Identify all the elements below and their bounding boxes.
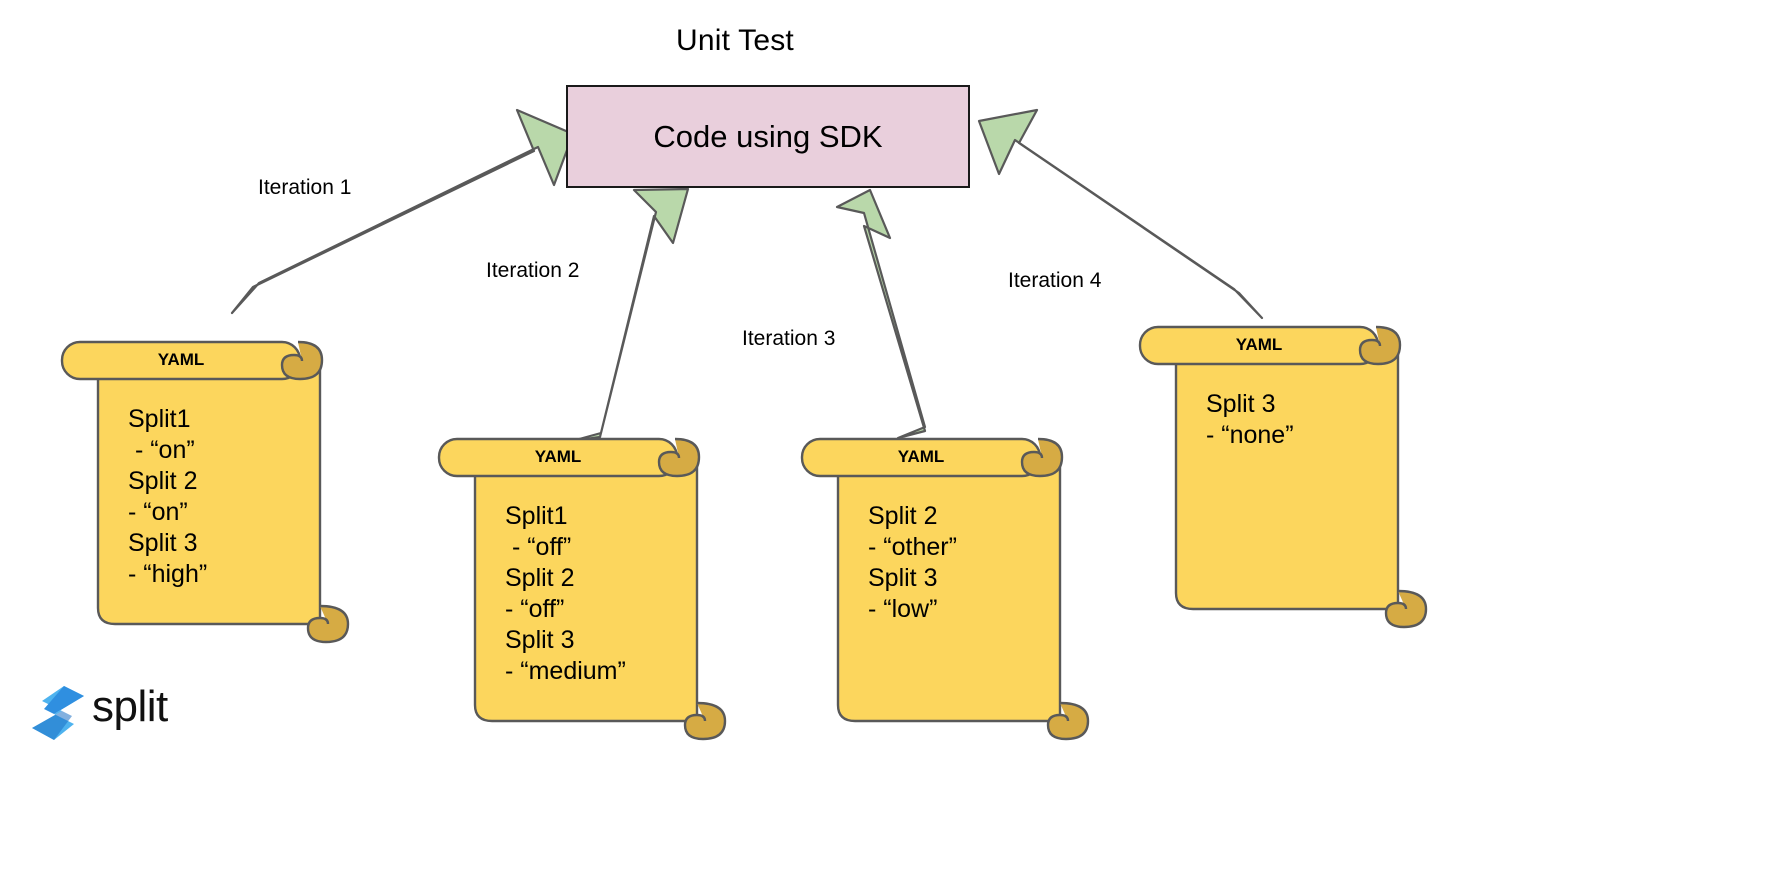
- scroll-title-1: YAML: [157, 350, 205, 369]
- split-logo: split: [30, 682, 190, 746]
- yaml-scroll-4[interactable]: YAML Split 3 - “none”: [1138, 315, 1438, 645]
- scroll-bottom-curl-1: [306, 604, 350, 644]
- arrow-iteration-4: [977, 108, 1264, 320]
- scroll-top-curl-3: [1020, 437, 1064, 478]
- split-mark-icon: [32, 686, 84, 740]
- yaml-scroll-2[interactable]: YAML Split1 - “off” Split 2 - “off” Spli…: [437, 427, 737, 757]
- split-wordmark: split: [92, 682, 168, 731]
- scroll-body-shape-4: [1174, 349, 1400, 611]
- label-iteration-3: Iteration 3: [742, 327, 836, 350]
- label-iteration-2: Iteration 2: [486, 259, 580, 282]
- scroll-bottom-curl-3: [1046, 701, 1090, 741]
- code-using-sdk-node[interactable]: Code using SDK: [566, 85, 970, 188]
- yaml-scroll-3[interactable]: YAML Split 2 - “other” Split 3 - “low”: [800, 427, 1100, 757]
- scroll-body-shape-3: [836, 461, 1062, 723]
- scroll-bottom-curl-2: [683, 701, 727, 741]
- yaml-scroll-1[interactable]: YAML Split1 - “on” Split 2 - “on” Split …: [60, 330, 360, 660]
- code-using-sdk-label: Code using SDK: [653, 118, 883, 154]
- scroll-top-curl-1: [280, 340, 324, 381]
- scroll-content-1: Split1 - “on” Split 2 - “on” Split 3 - “…: [128, 405, 208, 588]
- scroll-content-2: Split1 - “off” Split 2 - “off” Split 3 -…: [505, 502, 626, 685]
- scroll-content-3: Split 2 - “other” Split 3 - “low”: [868, 502, 957, 623]
- scroll-body-shape-2: [473, 461, 699, 723]
- scroll-top-curl-4: [1358, 325, 1402, 366]
- diagram-title: Unit Test: [676, 24, 794, 57]
- scroll-title-4: YAML: [1235, 335, 1283, 354]
- label-iteration-4: Iteration 4: [1008, 269, 1102, 292]
- arrow-iteration-2: [570, 187, 690, 443]
- scroll-content-4: Split 3 - “none”: [1206, 390, 1294, 449]
- label-iteration-1: Iteration 1: [258, 176, 352, 199]
- scroll-top-curl-2: [657, 437, 701, 478]
- scroll-bottom-curl-4: [1384, 589, 1428, 629]
- scroll-title-3: YAML: [897, 447, 945, 466]
- scroll-body-shape-1: [96, 364, 322, 626]
- scroll-title-2: YAML: [534, 447, 582, 466]
- arrow-iteration-3: [835, 188, 927, 440]
